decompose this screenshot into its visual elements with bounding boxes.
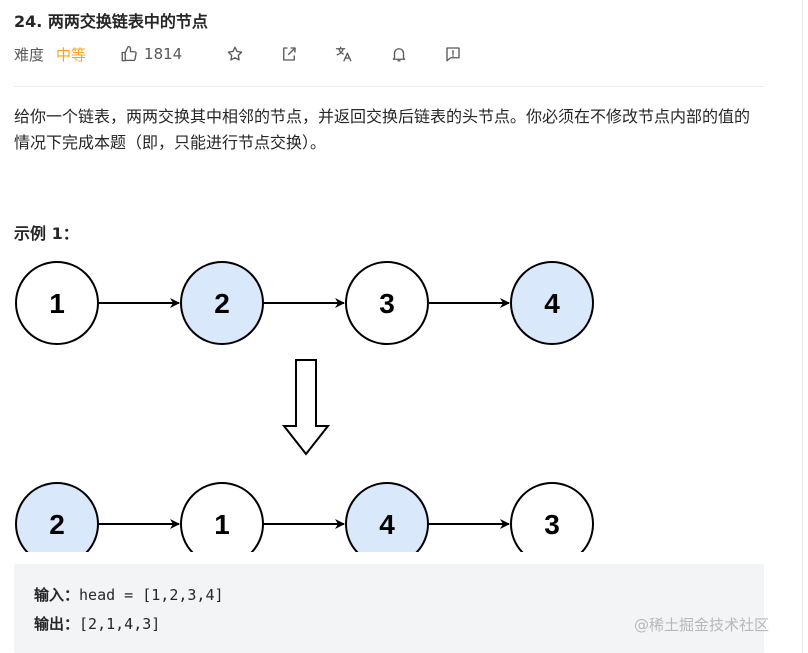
- transform-down-arrow: [281, 359, 331, 456]
- translate-button[interactable]: [334, 45, 354, 63]
- node-label: 3: [544, 509, 560, 540]
- linked-list-diagram: 1 2 3 4 2 1 4 3: [15, 261, 594, 552]
- input-label: 输入：: [34, 586, 80, 604]
- example-code-block: 输入：head = [1,2,3,4] 输出：[2,1,4,3]: [14, 564, 764, 653]
- watermark: @稀土掘金技术社区: [634, 616, 770, 634]
- feedback-icon: [446, 47, 460, 62]
- difficulty-label: 难度: [14, 45, 45, 64]
- difficulty-badge: 中等: [56, 45, 87, 64]
- feedback-button[interactable]: [444, 45, 462, 63]
- translate-icon: [336, 46, 352, 62]
- node-before-1: 1: [15, 261, 99, 345]
- node-before-4: 4: [510, 261, 594, 345]
- node-after-4: 4: [345, 482, 429, 552]
- share-button[interactable]: [280, 45, 298, 63]
- node-label: 2: [214, 288, 230, 319]
- node-label: 3: [379, 288, 395, 319]
- input-line: 输入：head = [1,2,3,4]: [34, 584, 224, 605]
- node-before-2: 2: [180, 261, 264, 345]
- node-label: 1: [214, 509, 230, 540]
- panel-edge: [802, 0, 803, 653]
- example-title: 示例 1：: [14, 224, 79, 243]
- node-label: 2: [49, 509, 65, 540]
- star-icon: [227, 46, 243, 61]
- node-label: 4: [544, 288, 560, 319]
- bell-icon: [392, 48, 406, 62]
- favorite-button[interactable]: [226, 45, 244, 63]
- problem-title: 24. 两两交换链表中的节点: [14, 12, 208, 31]
- like-count: 1814: [144, 45, 183, 63]
- thumbs-up-icon: [121, 45, 137, 62]
- problem-meta-bar: 难度 中等 1814: [14, 42, 462, 66]
- share-icon: [283, 47, 296, 61]
- problem-description: 给你一个链表，两两交换其中相邻的节点，并返回交换后链表的头节点。你必须在不修改节…: [14, 107, 751, 152]
- node-label: 4: [379, 509, 395, 540]
- output-line: 输出：[2,1,4,3]: [34, 613, 160, 634]
- output-label: 输出：: [34, 615, 80, 633]
- input-value: head = [1,2,3,4]: [79, 586, 224, 604]
- node-after-1: 1: [180, 482, 264, 552]
- like-button[interactable]: 1814: [120, 45, 182, 63]
- node-before-3: 3: [345, 261, 429, 345]
- node-label: 1: [49, 288, 65, 319]
- node-after-3: 3: [510, 482, 594, 552]
- node-after-2: 2: [15, 482, 99, 552]
- header-divider: [14, 86, 764, 87]
- subscribe-button[interactable]: [390, 45, 408, 63]
- output-value: [2,1,4,3]: [79, 615, 161, 633]
